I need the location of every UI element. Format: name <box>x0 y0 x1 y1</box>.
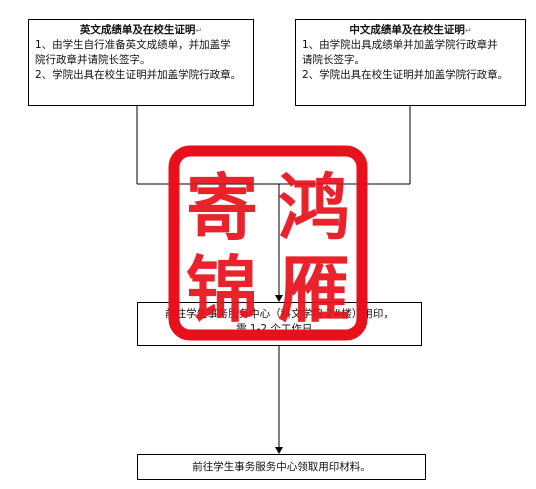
seal-char-2: 鸿 <box>278 165 350 250</box>
chinese-box-line-2: 请院长签字。 <box>302 54 365 66</box>
chinese-box-line-3: 2、学院出具在校生证明并加盖学院行政章。 <box>302 69 509 81</box>
chinese-box-line-1: 1、由学院出具成绩单并加盖学院行政章并 <box>302 39 498 51</box>
english-box-line-2: 院行政章并请院长签字。 <box>35 54 151 66</box>
seal-border <box>168 145 368 341</box>
seal-char-1: 寄 <box>186 165 258 250</box>
english-box-line-1: 1、由学生自行准备英文成绩单，并加盖学 <box>35 39 231 51</box>
chinese-transcript-box: 中文成绩单及在校生证明↵ 1、由学院出具成绩单并加盖学院行政章并 请院长签字。 … <box>295 19 526 106</box>
red-seal-stamp: 寄 鸿 锦 雁 <box>168 145 368 341</box>
arrowhead-to-service <box>275 295 283 302</box>
pickup-box-line-1: 前往学生事务服务中心领取用印材料。 <box>192 461 371 473</box>
arrowhead-to-pickup <box>275 447 283 454</box>
chinese-box-title: 中文成绩单及在校生证明↵ <box>349 24 472 36</box>
service-box-line-1: 前往学生事务服务中心（科文学院 2#楼）用印， <box>165 308 394 320</box>
seal-char-4: 雁 <box>278 247 350 332</box>
english-box-line-3: 2、学院出具在校生证明并加盖学院行政章。 <box>35 69 242 81</box>
seal-char-3: 锦 <box>186 247 258 332</box>
english-box-title: 英文成绩单及在校生证明↵ <box>79 24 203 36</box>
pickup-box: 前往学生事务服务中心领取用印材料。 <box>137 454 426 480</box>
english-transcript-box: 英文成绩单及在校生证明↵ 1、由学生自行准备英文成绩单，并加盖学 院行政章并请院… <box>28 19 254 106</box>
